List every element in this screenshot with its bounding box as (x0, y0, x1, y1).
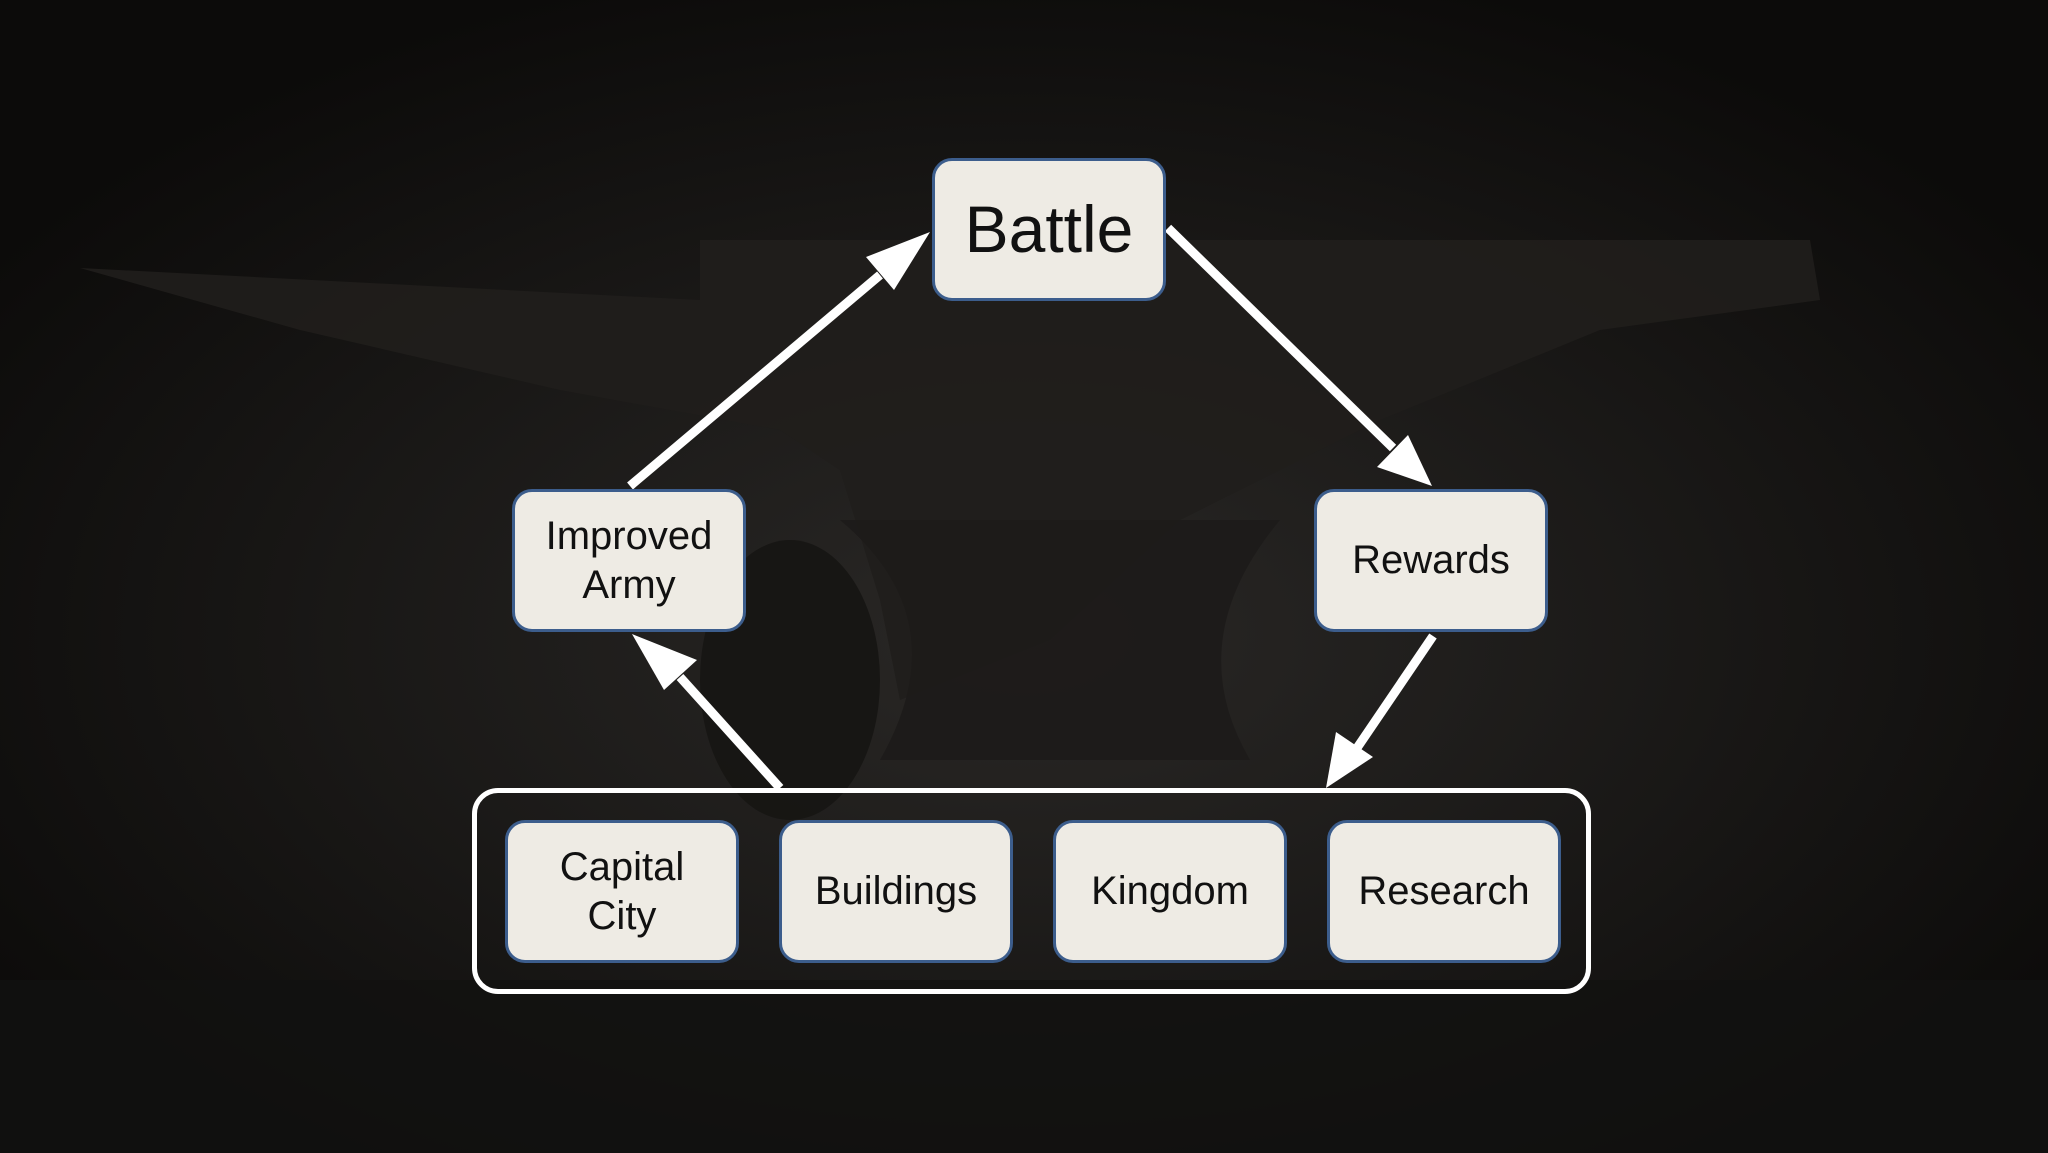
node-rewards-label: Rewards (1352, 538, 1510, 583)
arrowhead-battle-to-rewards (1377, 435, 1432, 486)
arrow-rewards-to-group (1353, 633, 1437, 751)
arrow-group-to-army (676, 673, 784, 792)
node-capital-city-label: Capital City (559, 844, 685, 938)
node-improved-army: Improved Army (512, 489, 746, 632)
node-research-label: Research (1358, 869, 1530, 914)
node-kingdom-label: Kingdom (1091, 869, 1249, 914)
node-rewards: Rewards (1314, 489, 1548, 632)
arrowhead-army-to-battle (866, 232, 930, 290)
node-battle-label: Battle (964, 192, 1134, 267)
node-capital-city: Capital City (505, 820, 739, 963)
node-battle: Battle (932, 158, 1166, 301)
arrow-battle-to-rewards (1164, 224, 1397, 452)
node-buildings: Buildings (779, 820, 1013, 963)
node-improved-army-label: Improved Army (545, 513, 713, 607)
node-buildings-label: Buildings (814, 869, 978, 914)
arrowhead-group-to-army (632, 634, 697, 690)
node-research: Research (1327, 820, 1561, 963)
arrowhead-rewards-to-group (1326, 732, 1373, 788)
arrow-army-to-battle (627, 271, 883, 490)
group-frame (472, 788, 1591, 994)
node-kingdom: Kingdom (1053, 820, 1287, 963)
